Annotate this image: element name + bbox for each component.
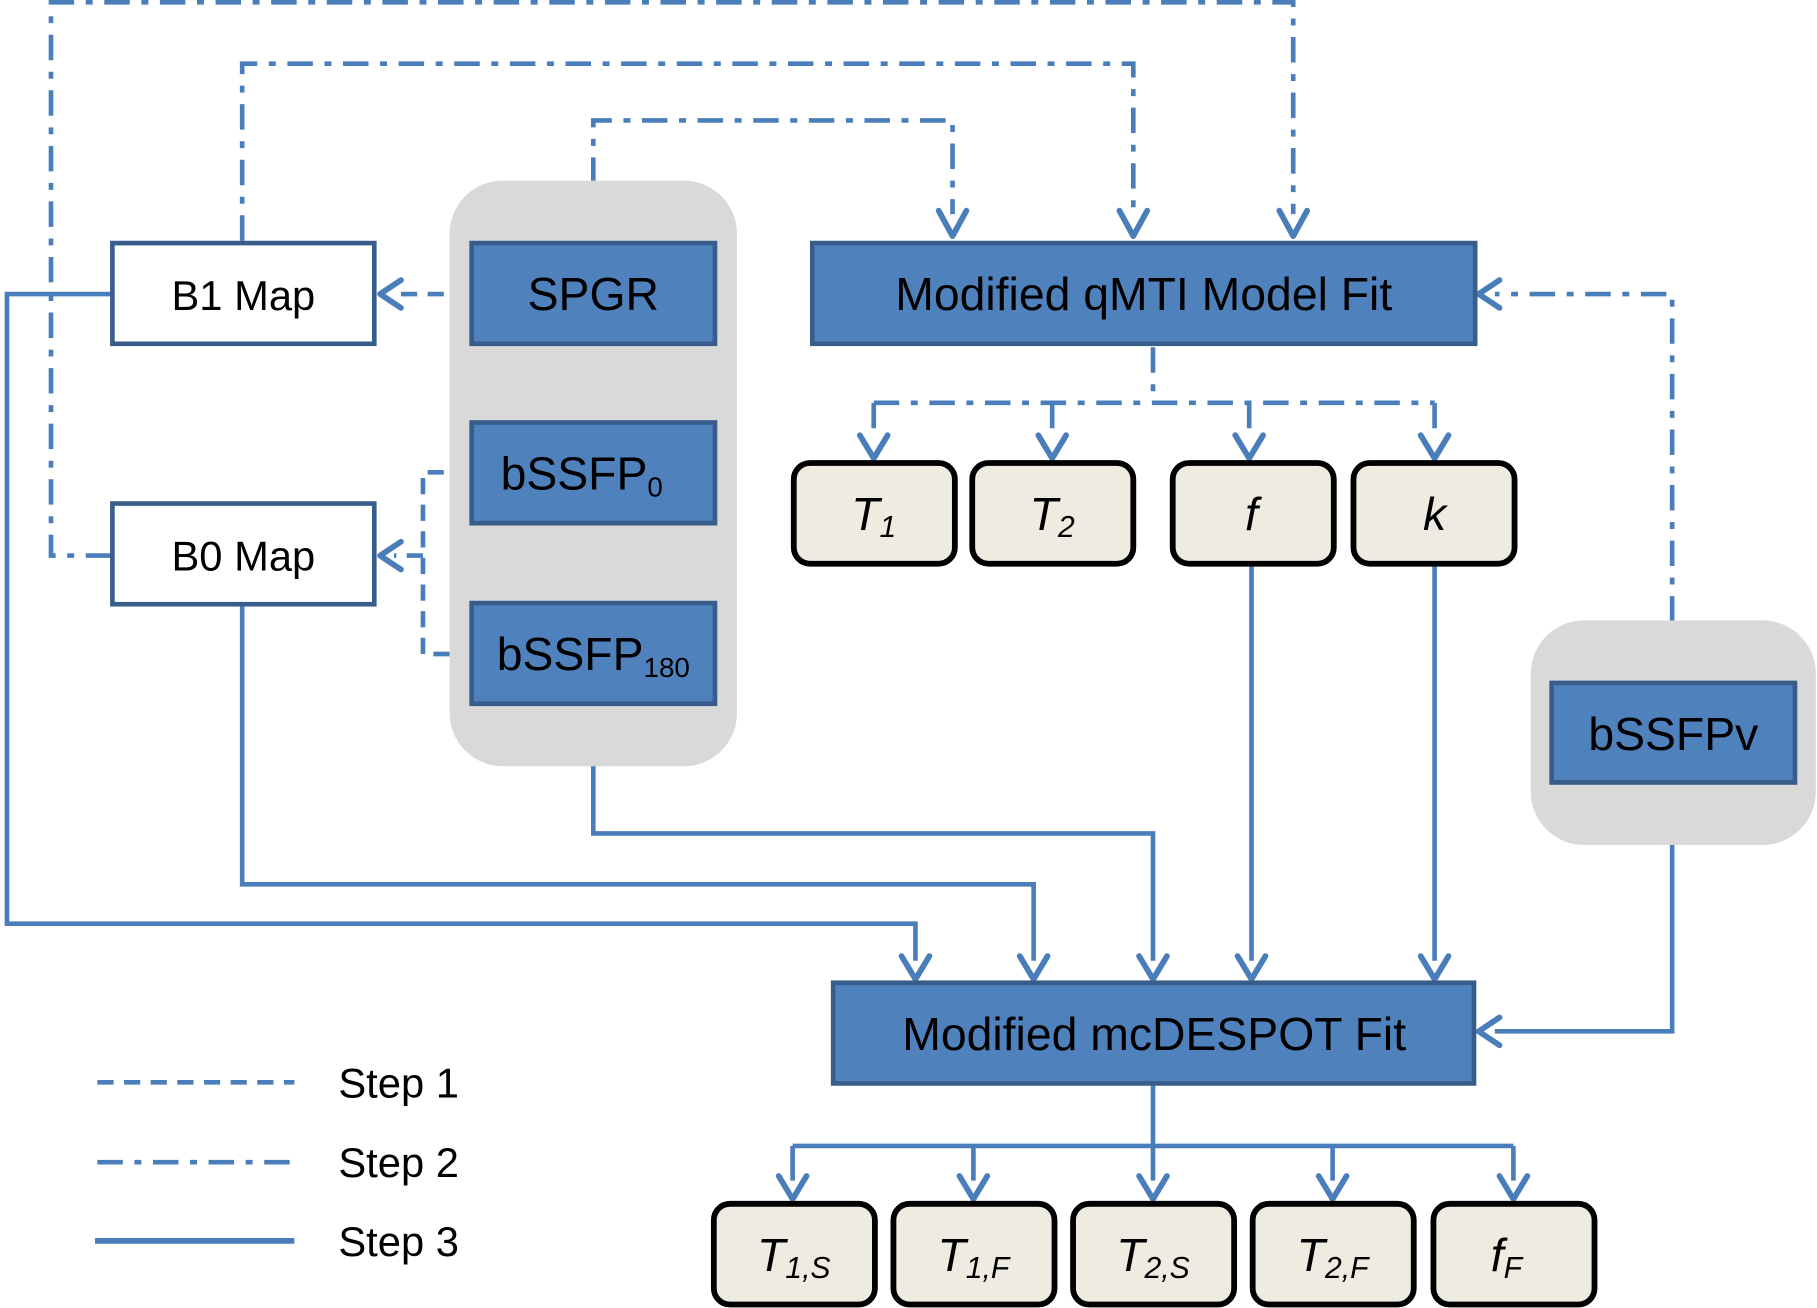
legend-label: Step 1 bbox=[338, 1059, 459, 1106]
arrowhead bbox=[1475, 277, 1503, 311]
inputs-group: SPGR bSSFP0 bSSFP180 bbox=[449, 180, 737, 767]
arrowhead bbox=[377, 538, 404, 573]
arrowhead bbox=[1417, 953, 1452, 983]
arrowhead bbox=[1136, 953, 1170, 983]
legend-label: Step 3 bbox=[338, 1218, 459, 1265]
connector-b1-to-qmti bbox=[239, 61, 1136, 241]
node-label: Modified mcDESPOT Fit bbox=[902, 1008, 1406, 1060]
connector-b1-to-mcdespot bbox=[4, 291, 918, 961]
node-label: B0 Map bbox=[171, 533, 315, 580]
output-label: k bbox=[1423, 488, 1449, 540]
connector-b0-to-mcdespot bbox=[239, 604, 1036, 961]
mcdespot-output-ff[interactable]: fF bbox=[1430, 1200, 1598, 1308]
connector-inputs-to-mcdespot bbox=[590, 763, 1156, 961]
mcdespot-output-t2s[interactable]: T2,S bbox=[1070, 1200, 1238, 1308]
arrowhead bbox=[1116, 207, 1151, 240]
arrowhead bbox=[1276, 207, 1311, 240]
mcdespot-output-t1s[interactable]: T1,S bbox=[710, 1200, 878, 1308]
mcdespot-output-t1f[interactable]: T1,F bbox=[890, 1200, 1058, 1308]
node-qmti-fit[interactable]: Modified qMTI Model Fit bbox=[810, 240, 1478, 347]
legend-item-step2: Step 2 bbox=[97, 1139, 459, 1186]
arrowhead bbox=[1315, 1173, 1350, 1203]
connector-qmti-to-outputs bbox=[871, 347, 1437, 440]
node-mcdespot-fit[interactable]: Modified mcDESPOT Fit bbox=[830, 980, 1477, 1086]
arrowhead bbox=[1136, 1173, 1170, 1203]
output-label: f bbox=[1245, 488, 1262, 540]
node-label: bSSFP0 bbox=[501, 448, 663, 503]
legend: Step 1 Step 2 Step 3 bbox=[95, 1059, 459, 1265]
node-bssfpv[interactable]: bSSFPv bbox=[1549, 680, 1798, 785]
node-b1-map[interactable]: B1 Map bbox=[110, 240, 377, 347]
arrowhead bbox=[856, 432, 891, 462]
output-label: T2,S bbox=[1116, 1229, 1190, 1285]
connector-b0-to-qmti bbox=[48, 0, 1296, 558]
arrowhead bbox=[1234, 953, 1269, 983]
node-label: bSSFP180 bbox=[497, 628, 690, 683]
node-label: SPGR bbox=[528, 268, 659, 320]
arrowhead bbox=[377, 277, 404, 311]
legend-item-step1: Step 1 bbox=[97, 1059, 459, 1106]
arrowhead bbox=[1417, 432, 1452, 462]
arrowhead bbox=[775, 1173, 810, 1203]
arrowhead bbox=[1232, 432, 1266, 462]
arrowhead bbox=[1016, 953, 1051, 983]
qmti-output-t1[interactable]: T1 bbox=[790, 460, 958, 567]
connector-mcdespot-to-outputs bbox=[790, 1083, 1516, 1181]
arrowhead bbox=[898, 953, 933, 983]
legend-item-step3: Step 3 bbox=[95, 1218, 459, 1265]
qmti-output-k[interactable]: k bbox=[1350, 460, 1518, 567]
connector-bssfpv-to-mcdespot bbox=[1494, 842, 1675, 1034]
legend-label: Step 2 bbox=[338, 1139, 459, 1186]
arrowhead bbox=[1496, 1173, 1531, 1203]
node-bssfp0[interactable]: bSSFP0 bbox=[469, 420, 718, 526]
node-b0-map[interactable]: B0 Map bbox=[110, 501, 377, 607]
output-label: T2 bbox=[1030, 488, 1075, 544]
arrowhead bbox=[1035, 432, 1069, 462]
output-label: T1,S bbox=[757, 1229, 831, 1285]
node-label: bSSFPv bbox=[1588, 708, 1758, 760]
output-label: T2,F bbox=[1297, 1229, 1370, 1285]
node-label: Modified qMTI Model Fit bbox=[895, 268, 1392, 320]
qmti-output-t2[interactable]: T2 bbox=[969, 460, 1137, 567]
arrowhead bbox=[956, 1173, 991, 1203]
node-spgr[interactable]: SPGR bbox=[469, 240, 718, 347]
output-label: T1 bbox=[851, 488, 896, 544]
bssfpv-group: bSSFPv bbox=[1530, 620, 1816, 845]
node-bssfp180[interactable]: bSSFP180 bbox=[469, 600, 718, 707]
qmti-output-f[interactable]: f bbox=[1169, 460, 1337, 567]
connector-bssfp-to-b0 bbox=[393, 469, 471, 657]
connector-spgr-to-qmti bbox=[590, 118, 955, 215]
arrowhead bbox=[935, 207, 970, 240]
arrowhead bbox=[1475, 1014, 1503, 1049]
output-label: T1,F bbox=[937, 1229, 1010, 1285]
mcdespot-output-t2f[interactable]: T2,F bbox=[1249, 1200, 1417, 1308]
output-label: fF bbox=[1491, 1229, 1524, 1285]
node-label: B1 Map bbox=[171, 272, 315, 319]
connector-bssfpv-to-qmti bbox=[1494, 291, 1675, 622]
